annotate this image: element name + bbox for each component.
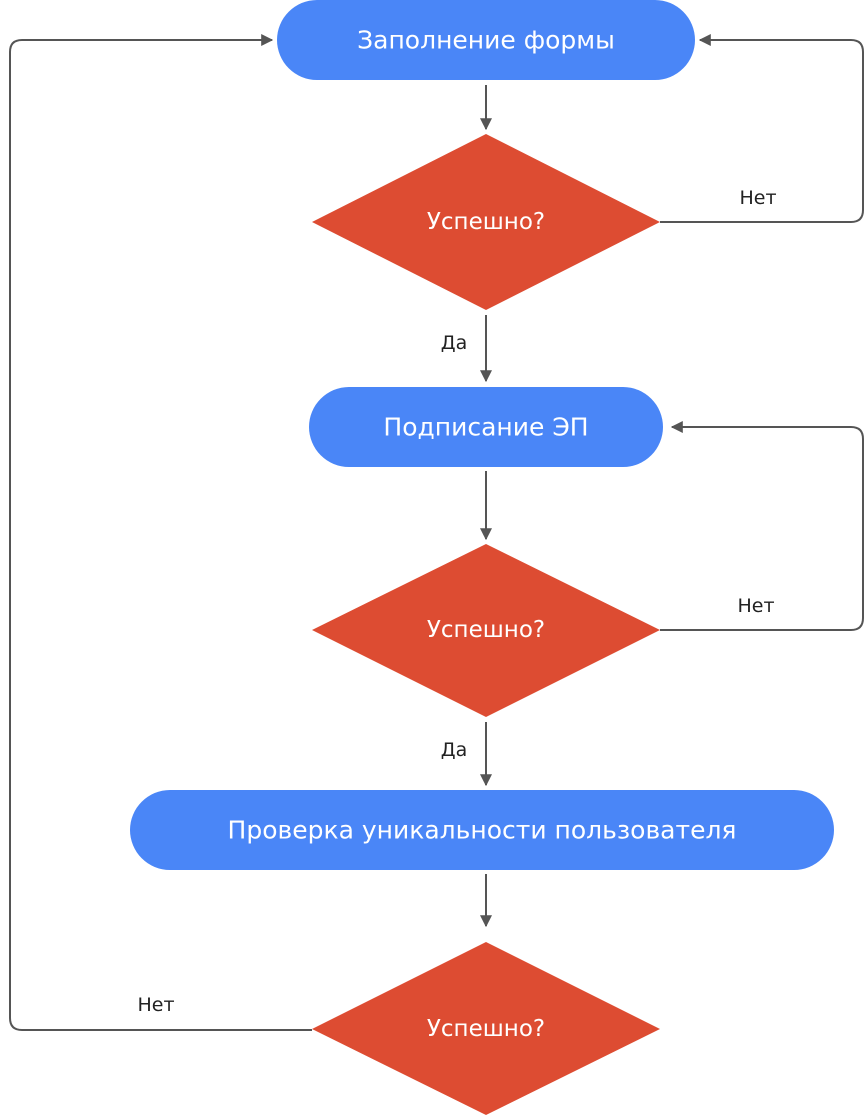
process-verify-user: Проверка уникальности пользователя xyxy=(130,790,834,870)
edge-label-check2-yes: Да xyxy=(441,739,468,761)
edge-check1-no-loop xyxy=(660,34,864,223)
decision-shape xyxy=(312,942,660,1115)
process-shape xyxy=(130,790,834,870)
process-sign: Подписание ЭП xyxy=(309,387,663,467)
edge-label-check1-yes: Да xyxy=(441,332,468,354)
decision-label: Успешно? xyxy=(427,209,545,235)
process-label: Заполнение формы xyxy=(357,26,615,55)
edge-check2-no-loop xyxy=(660,421,864,631)
process-shape xyxy=(309,387,663,467)
process-label: Проверка уникальности пользователя xyxy=(228,816,737,845)
process-shape xyxy=(277,0,695,80)
process-fill-form: Заполнение формы xyxy=(277,0,695,80)
edge-label-check1-no: Нет xyxy=(739,187,776,209)
edge-check3-no-loop xyxy=(9,34,312,1031)
decision-check2: Успешно? xyxy=(312,544,660,717)
decision-label: Успешно? xyxy=(427,1016,545,1042)
decision-shape xyxy=(312,134,660,310)
process-label: Подписание ЭП xyxy=(383,413,588,442)
edge-label-check2-no: Нет xyxy=(737,595,774,617)
edge-label-check3-no: Нет xyxy=(137,994,174,1016)
decision-shape xyxy=(312,544,660,717)
decision-check3: Успешно? xyxy=(312,942,660,1115)
decision-check1: Успешно? xyxy=(312,134,660,310)
decision-label: Успешно? xyxy=(427,617,545,643)
